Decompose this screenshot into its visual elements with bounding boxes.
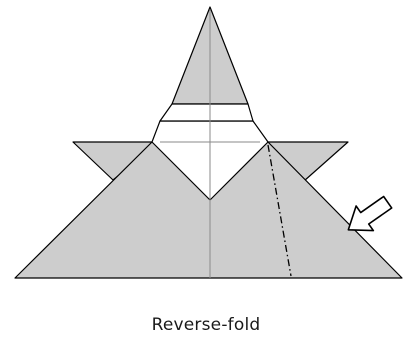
caption: Reverse-fold <box>151 315 261 335</box>
push-arrow-icon <box>347 195 393 232</box>
white-band <box>159 103 254 122</box>
push-arrow-shape <box>347 195 393 232</box>
